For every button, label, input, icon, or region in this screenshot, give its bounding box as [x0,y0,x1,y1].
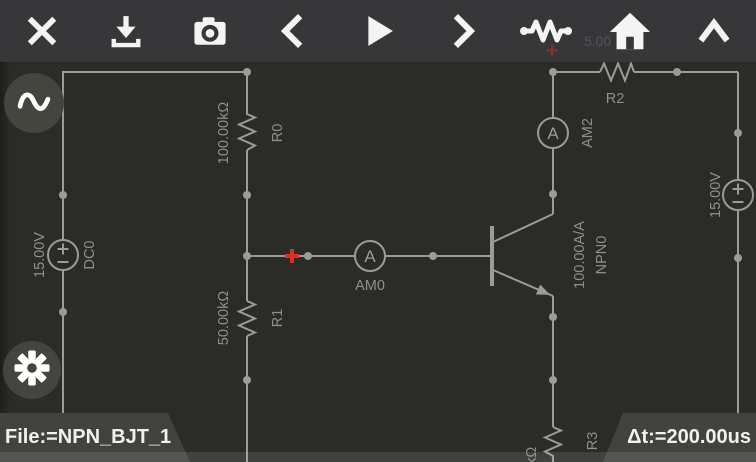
am2-glyph: A [547,124,559,143]
chevron-up-icon [692,10,736,52]
npn-gain-label: 100.00A/A [572,221,588,289]
home-icon [607,8,653,54]
save-button[interactable] [98,5,154,57]
component-resistor-r3[interactable]: 1.00kΩ R3 [524,426,601,462]
component-resistor-r0[interactable]: 100.00kΩ R0 [216,102,286,165]
right-source-value-label: 15.00V [708,172,724,218]
r2-name-label: R2 [606,91,625,107]
file-name-label: File:=NPN_BJT_1 [5,426,172,448]
timestep-status-bar[interactable]: Δt:=200.00us [603,413,756,462]
component-dc-source-right[interactable]: 15.00V [708,172,754,218]
component-dc-source-dc0[interactable]: 15.00V DC0 [32,232,98,278]
dim-probe-plus-marker: + [546,39,559,62]
npn-name-label: NPN0 [594,236,610,275]
step-back-button[interactable] [266,5,322,57]
chevron-left-icon [273,10,315,52]
junction-dots [59,68,742,384]
component-resistor-r1[interactable]: 50.00kΩ R1 [216,291,286,346]
close-icon [21,10,63,52]
left-edge-shadow [0,62,10,462]
am0-name-label: AM0 [355,278,385,294]
settings-button[interactable] [3,341,61,399]
file-status-bar[interactable]: File:=NPN_BJT_1 [0,413,190,462]
camera-icon [188,9,232,53]
dc0-name-label: DC0 [82,240,98,269]
bottom-fade-overlay [0,452,756,462]
component-ammeter-am2[interactable]: A AM2 [537,117,596,149]
gear-icon [12,348,52,393]
collapse-toolbar-button[interactable] [686,5,742,57]
wires[interactable] [62,71,739,462]
download-icon [105,10,147,52]
components-button[interactable] [518,5,574,57]
probe-plus-marker[interactable] [285,249,299,263]
screenshot-button[interactable] [182,5,238,57]
r2-dim-value-label: 5.00kΩ [584,33,611,49]
emitter-arrow [535,284,550,295]
component-ammeter-am0[interactable]: A AM0 [354,240,386,294]
play-icon [357,10,399,52]
r1-name-label: R1 [270,309,286,328]
r0-value-label: 100.00kΩ [216,102,232,165]
component-resistor-r2[interactable]: R2 [599,60,635,108]
chevron-right-icon [441,10,483,52]
home-button[interactable] [602,5,658,57]
r3-value-label: 1.00kΩ [524,447,540,462]
signal-source-button[interactable] [4,73,64,133]
step-forward-button[interactable] [434,5,490,57]
sine-wave-icon [14,84,54,123]
resistor-icon [520,10,572,52]
close-button[interactable] [14,5,70,57]
play-button[interactable] [350,5,406,57]
am2-name-label: AM2 [580,118,596,148]
r1-value-label: 50.00kΩ [216,291,232,346]
r3-name-label: R3 [585,432,601,451]
am0-glyph: A [364,247,376,266]
dc0-value-label: 15.00V [32,232,48,278]
top-toolbar: 5.00kΩ + [0,0,756,62]
component-npn-transistor[interactable]: 100.00A/A NPN0 [490,194,610,297]
timestep-label: Δt:=200.00us [627,426,751,448]
r0-name-label: R0 [270,124,286,143]
